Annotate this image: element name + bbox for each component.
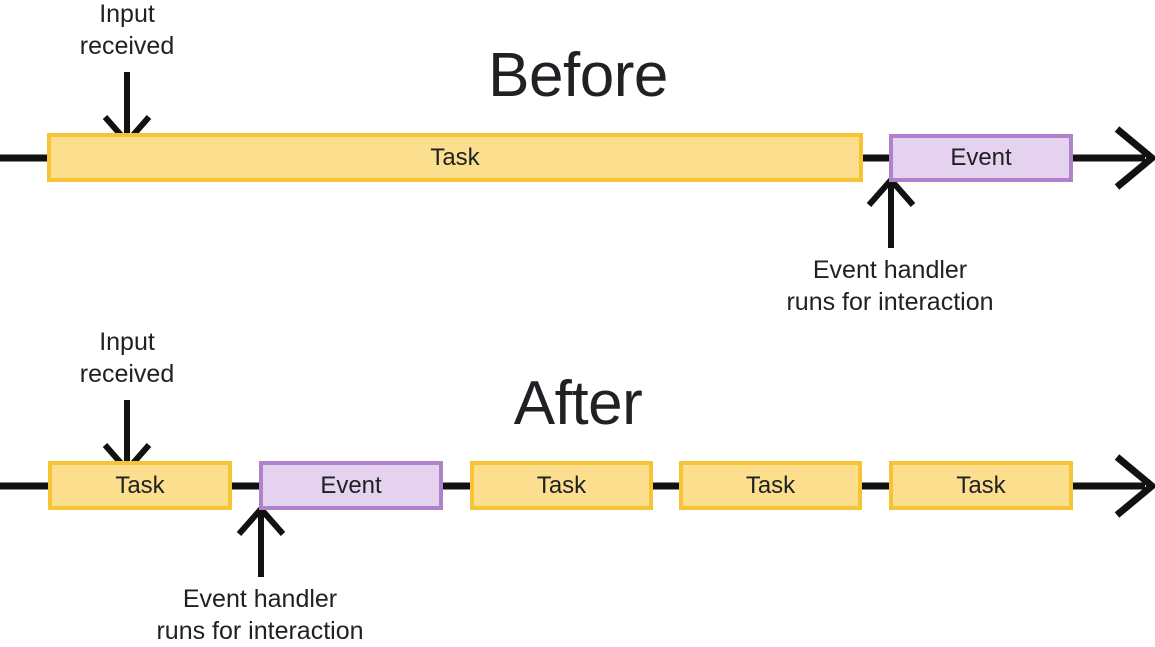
after-event-handler-line2: runs for interaction [156, 617, 364, 645]
after-task-label-4: Task [956, 471, 1006, 499]
before-event-handler-line2: runs for interaction [786, 288, 994, 316]
after-task-block-3[interactable]: Task [679, 461, 862, 510]
after-task-block-1[interactable]: Task [48, 461, 232, 510]
section-title-after: After [513, 369, 643, 438]
before-event-block[interactable]: Event [889, 134, 1073, 182]
section-title-before: Before [488, 41, 668, 110]
before-timeline-arrowhead [1114, 126, 1155, 190]
before-input-received-line2: received [79, 32, 175, 60]
after-input-received-line2: received [79, 360, 175, 388]
after-input-received-label: Input received [27, 326, 227, 390]
after-event-block[interactable]: Event [259, 461, 443, 510]
after-timeline-arrowhead [1114, 454, 1155, 518]
before-event-handler-line1: Event handler [812, 256, 968, 284]
before-input-received-label: Input received [27, 0, 227, 62]
after-task-label-1: Task [115, 471, 165, 499]
after-input-received-line1: Input [99, 328, 155, 356]
after-task-block-4[interactable]: Task [889, 461, 1073, 510]
after-event-handler-label: Event handler runs for interaction [110, 583, 410, 647]
after-task-label-2: Task [536, 471, 587, 499]
before-task-label: Task [430, 143, 480, 171]
after-task-block-2[interactable]: Task [470, 461, 653, 510]
after-event-handler-line1: Event handler [182, 585, 338, 613]
before-event-handler-label: Event handler runs for interaction [740, 254, 1040, 318]
after-event-label: Event [320, 471, 382, 499]
before-event-label: Event [950, 144, 1012, 171]
before-task-block[interactable]: Task [47, 133, 863, 182]
after-task-label-3: Task [745, 471, 796, 499]
before-input-received-line1: Input [99, 0, 155, 28]
